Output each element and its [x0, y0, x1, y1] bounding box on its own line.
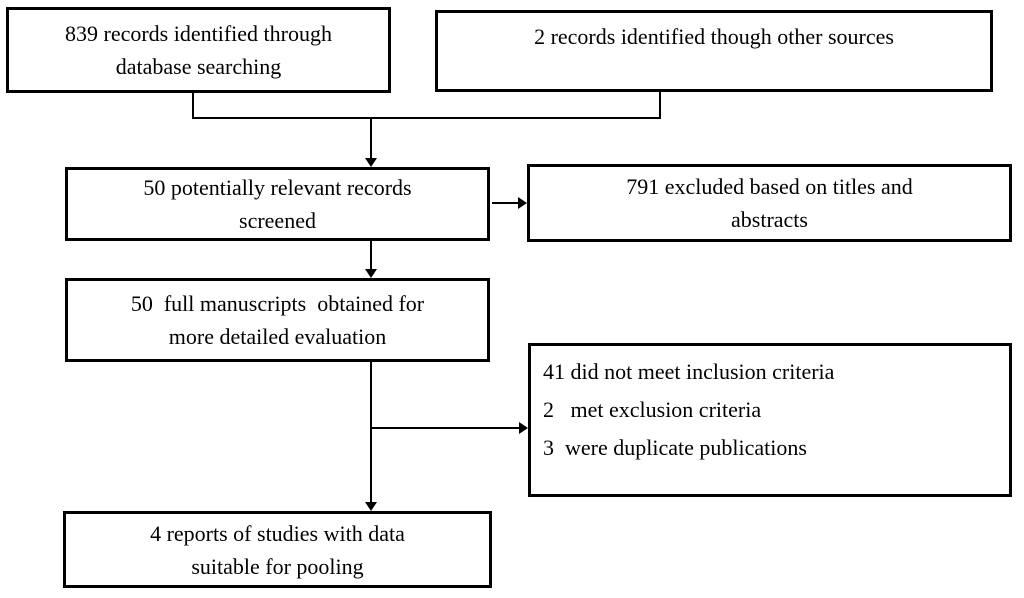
connector-merge-horizontal [192, 117, 661, 119]
box-text-line: more detailed evaluation [168, 324, 387, 349]
box-text-line: 4 reports of studies with data [150, 520, 405, 546]
box-text-line: 2 records identified though other source… [534, 24, 894, 49]
box-text-line: database searching [115, 54, 282, 79]
arrowhead-down-to-full-manuscripts [365, 269, 377, 278]
connector-to-full-manuscripts [370, 241, 372, 270]
arrowhead-right-to-excluded [518, 197, 527, 209]
arrowhead-down-to-screened [365, 158, 377, 167]
connector-database-drop [192, 93, 194, 118]
box-text-line: 2 met exclusion criteria [543, 397, 762, 422]
box-excluded-titles-abstracts: 791 excluded based on titles and abstrac… [527, 164, 1012, 242]
box-text-line: suitable for pooling [191, 553, 364, 579]
box-text-line: 839 records identified through [65, 21, 332, 46]
box-records-identified-database: 839 records identified through database … [6, 7, 391, 93]
arrowhead-down-to-pooled [365, 502, 377, 511]
box-exclusion-reasons: 41 did not meet inclusion criteria 2 met… [528, 343, 1012, 497]
connector-to-pooled [370, 362, 372, 503]
box-text-line: 50 potentially relevant records [143, 175, 412, 200]
box-text-line: 41 did not meet inclusion criteria [543, 359, 835, 384]
box-full-manuscripts-obtained: 50 full manuscripts obtained for more de… [65, 278, 490, 362]
connector-other-sources-drop [659, 92, 661, 118]
box-records-screened: 50 potentially relevant records screened [65, 167, 490, 241]
connector-to-exclusion-reasons [370, 427, 520, 429]
box-reports-suitable-for-pooling: 4 reports of studies with data suitable … [63, 511, 492, 588]
arrowhead-right-to-exclusion-reasons [519, 422, 528, 434]
box-text-line: 3 were duplicate publications [543, 435, 807, 460]
box-text-line: screened [239, 208, 316, 233]
box-text-line: abstracts [731, 207, 808, 232]
connector-to-screened [370, 117, 372, 159]
box-text-line: 791 excluded based on titles and [626, 174, 913, 199]
connector-to-excluded [492, 202, 520, 204]
box-records-identified-other-sources: 2 records identified though other source… [435, 10, 993, 92]
box-text-line: 50 full manuscripts obtained for [130, 291, 425, 316]
